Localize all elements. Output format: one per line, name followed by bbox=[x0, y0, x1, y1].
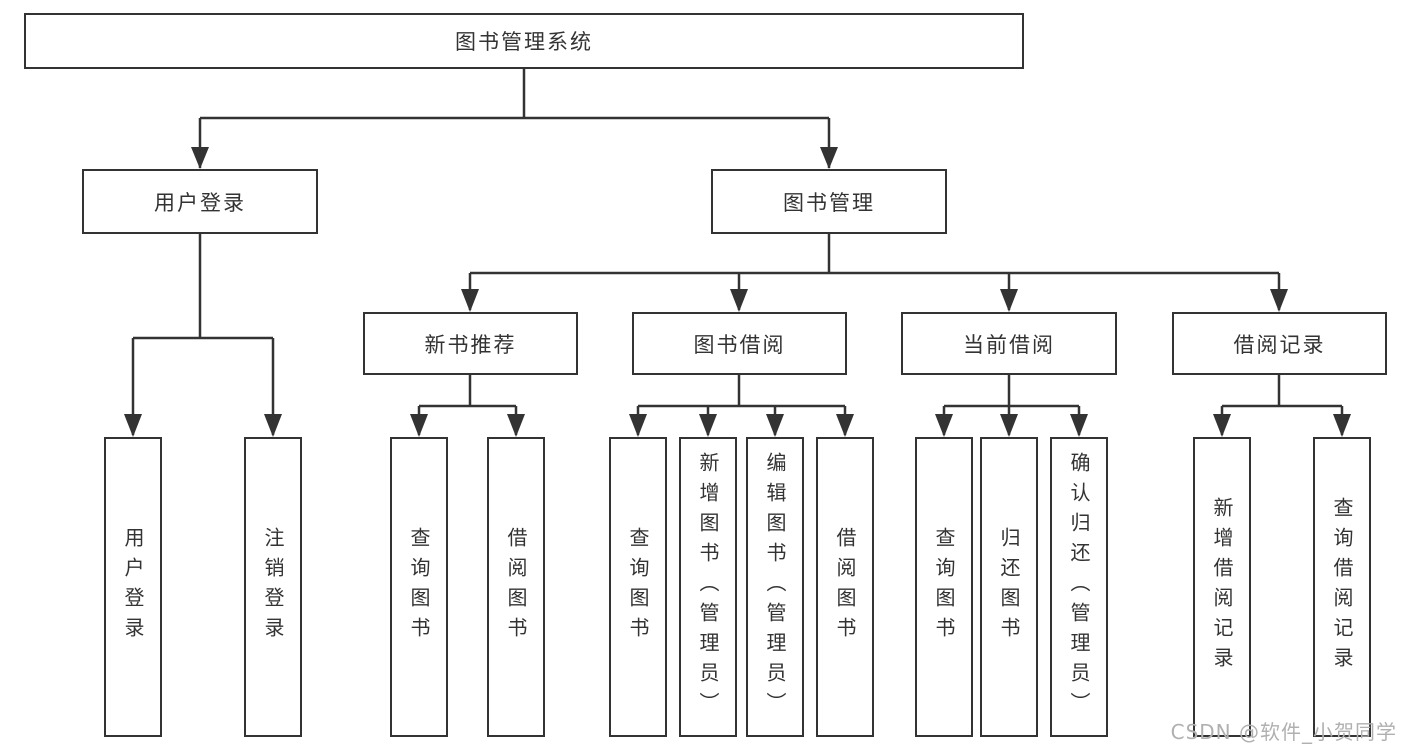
node-leaf-add-borrow-record: 新增借阅记录 bbox=[1193, 437, 1251, 737]
node-new-book-recommend: 新书推荐 bbox=[363, 312, 578, 375]
node-leaf-query-borrow-record-label: 查询借阅记录 bbox=[1330, 497, 1354, 677]
node-leaf-borrow-book-1: 借阅图书 bbox=[487, 437, 545, 737]
connectors-book-borrowing bbox=[629, 375, 854, 437]
node-current-borrowing: 当前借阅 bbox=[901, 312, 1117, 375]
node-leaf-add-book-admin-label: 新增图书（管理员） bbox=[696, 452, 720, 722]
node-book-management: 图书管理 bbox=[711, 169, 947, 234]
node-root: 图书管理系统 bbox=[24, 13, 1024, 69]
connectors-root bbox=[191, 69, 838, 169]
node-current-borrowing-label: 当前借阅 bbox=[963, 332, 1055, 357]
node-book-borrowing: 图书借阅 bbox=[632, 312, 847, 375]
node-leaf-edit-book-admin: 编辑图书（管理员） bbox=[746, 437, 804, 737]
connectors-borrowing-records bbox=[1213, 375, 1351, 437]
node-leaf-confirm-return-admin-label: 确认归还（管理员） bbox=[1067, 452, 1091, 722]
csdn-watermark: CSDN @软件_小贺同学 bbox=[1170, 720, 1397, 744]
node-leaf-query-book-3-label: 查询图书 bbox=[932, 527, 956, 647]
node-leaf-return-book: 归还图书 bbox=[980, 437, 1038, 737]
node-leaf-confirm-return-admin: 确认归还（管理员） bbox=[1050, 437, 1108, 737]
connectors-current-borrowing bbox=[935, 375, 1088, 437]
node-root-label: 图书管理系统 bbox=[455, 30, 593, 54]
node-leaf-query-book-1: 查询图书 bbox=[390, 437, 448, 737]
node-leaf-query-borrow-record: 查询借阅记录 bbox=[1313, 437, 1371, 737]
node-leaf-logout: 注销登录 bbox=[244, 437, 302, 737]
node-leaf-add-borrow-record-label: 新增借阅记录 bbox=[1210, 497, 1234, 677]
node-user-login-label: 用户登录 bbox=[154, 190, 246, 215]
node-leaf-query-book-2: 查询图书 bbox=[609, 437, 667, 737]
node-borrowing-records-label: 借阅记录 bbox=[1233, 332, 1326, 357]
connectors-user-login bbox=[124, 234, 282, 437]
node-leaf-borrow-book-1-label: 借阅图书 bbox=[504, 527, 528, 647]
node-leaf-edit-book-admin-label: 编辑图书（管理员） bbox=[763, 452, 787, 722]
connectors-new-book-recommend bbox=[410, 375, 525, 437]
node-leaf-borrow-book-2: 借阅图书 bbox=[816, 437, 874, 737]
node-leaf-query-book-2-label: 查询图书 bbox=[626, 527, 650, 647]
node-leaf-query-book-3: 查询图书 bbox=[915, 437, 973, 737]
node-borrowing-records: 借阅记录 bbox=[1172, 312, 1387, 375]
node-leaf-return-book-label: 归还图书 bbox=[997, 527, 1021, 647]
node-new-book-recommend-label: 新书推荐 bbox=[424, 332, 517, 357]
node-book-borrowing-label: 图书借阅 bbox=[693, 332, 786, 357]
node-leaf-logout-label: 注销登录 bbox=[261, 527, 285, 647]
node-user-login: 用户登录 bbox=[82, 169, 318, 234]
connectors-book-management bbox=[461, 234, 1288, 312]
node-leaf-user-login-label: 用户登录 bbox=[121, 527, 145, 647]
node-leaf-user-login: 用户登录 bbox=[104, 437, 162, 737]
node-leaf-add-book-admin: 新增图书（管理员） bbox=[679, 437, 737, 737]
node-book-management-label: 图书管理 bbox=[783, 190, 875, 215]
node-leaf-borrow-book-2-label: 借阅图书 bbox=[833, 527, 857, 647]
node-leaf-query-book-1-label: 查询图书 bbox=[407, 527, 431, 647]
